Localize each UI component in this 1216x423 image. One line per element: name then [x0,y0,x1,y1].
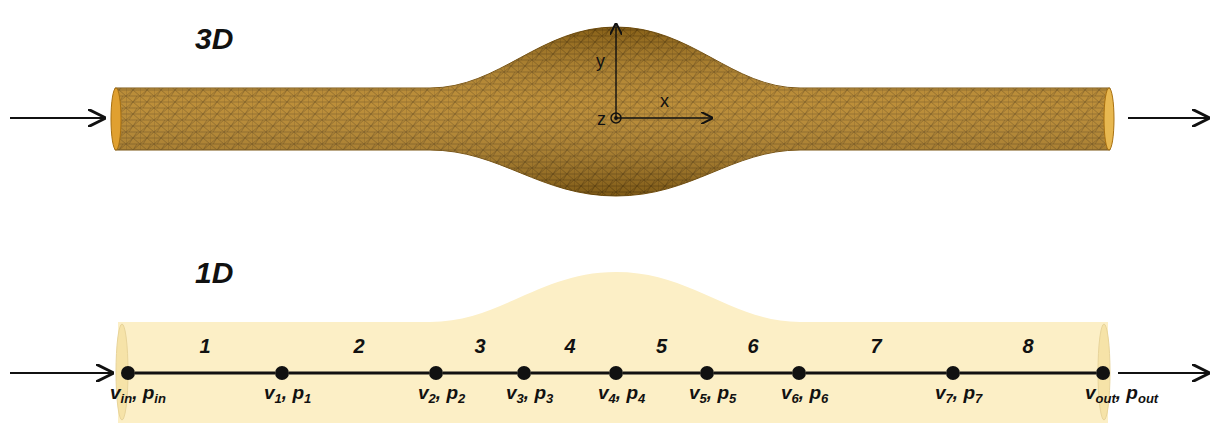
vessel-3d [111,27,1114,196]
junction-node: v6, p6 [792,366,806,380]
segment-number: 1 [199,336,210,356]
segment-number: 6 [747,336,758,356]
junction-node: v7, p7 [946,366,960,380]
panel-title: 3D [195,24,233,54]
vessel-segment [623,372,700,375]
node-label: v7, p7 [935,383,982,406]
junction-node: v1, p1 [275,366,289,380]
segment-number: 4 [564,336,575,356]
node-label: v6, p6 [781,383,828,406]
junction-node: v2, p2 [429,366,443,380]
junction-node: v4, p4 [609,366,623,380]
segment-number: 3 [474,336,485,356]
node-label: v3, p3 [506,383,553,406]
flow-arrow [10,117,1208,119]
node-label: v2, p2 [418,383,465,406]
node-label: vout, pout [1085,383,1158,406]
vessel-segment [960,372,1096,375]
vessel-segment [289,372,429,375]
node-label: v4, p4 [598,383,645,406]
junction-node: v3, p3 [517,366,531,380]
junction-node: vout, pout [1096,366,1110,380]
junction-node: v5, p5 [700,366,714,380]
vessel-segment [443,372,517,375]
node-label: v1, p1 [264,383,311,406]
panel-title: 1D [195,258,233,288]
vessel-segment [531,372,609,375]
axis-label: y [596,52,605,70]
node-label: v5, p5 [689,383,736,406]
node-label: vin, pin [110,383,166,406]
axis-label: x [660,92,669,110]
junction-node: vin, pin [121,366,135,380]
vessel-segment [714,372,792,375]
segment-number: 2 [353,336,364,356]
vessel-1d [116,272,1110,423]
axis-label: z [597,110,606,128]
segment-number: 7 [870,336,881,356]
vessel-segment [135,372,275,375]
segment-number: 8 [1022,336,1033,356]
axes [611,24,712,123]
vessel-segment [806,372,946,375]
segment-number: 5 [656,336,667,356]
